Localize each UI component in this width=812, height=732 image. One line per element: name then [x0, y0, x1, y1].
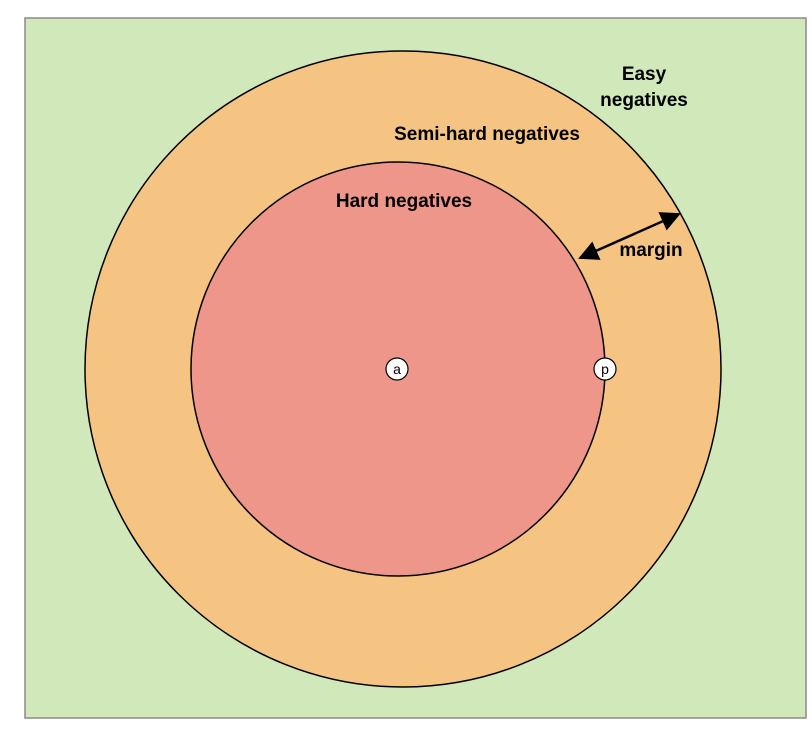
anchor-point: a [385, 357, 409, 381]
easy-negatives-label-line1: Easy [622, 64, 667, 85]
positive-point-label: p [601, 361, 609, 377]
anchor-point-label: a [393, 361, 401, 377]
margin-arrow [578, 212, 681, 260]
margin-label: margin [619, 240, 682, 261]
hard-negatives-label: Hard negatives [336, 191, 472, 212]
easy-negatives-label-line2: negatives [600, 90, 688, 111]
positive-point: p [593, 357, 617, 381]
anchor-point-marker [385, 357, 409, 381]
positive-point-marker [593, 357, 617, 381]
semi-hard-negatives-label: Semi-hard negatives [394, 124, 580, 145]
